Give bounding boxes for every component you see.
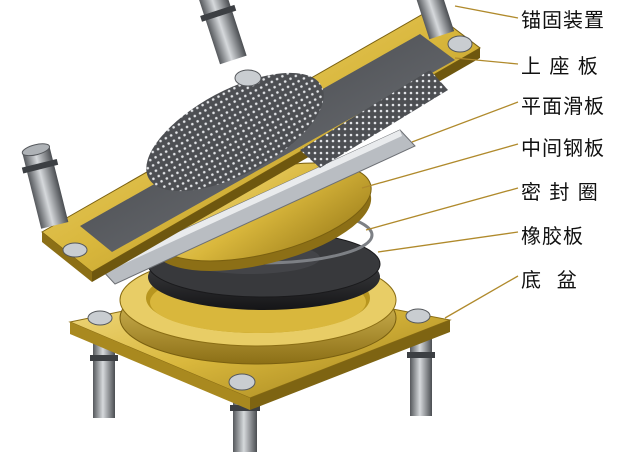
anchor-device [21, 0, 455, 229]
bolt-icon [87, 308, 431, 391]
leader-lines [361, 5, 519, 319]
label-anchor-device: 锚固装置 [521, 8, 605, 32]
label-middle-steel-plate: 中间钢板 [521, 136, 605, 160]
leader-seal-ring [365, 187, 519, 231]
bolt-icon [62, 35, 473, 258]
leader-bottom-pot [444, 275, 519, 319]
leader-slide-plate [411, 101, 519, 143]
label-rubber-plate: 橡胶板 [521, 224, 584, 248]
label-seal-ring: 密 封 圈 [521, 180, 599, 204]
top-plate [41, 9, 481, 282]
leader-middle-plate [361, 143, 519, 189]
plane-slide-plate [99, 129, 416, 285]
leader-anchor [454, 5, 519, 19]
label-top-plate: 上 座 板 [521, 54, 599, 78]
label-bottom-pot: 底 盆 [521, 268, 578, 292]
leader-top-plate [454, 57, 519, 65]
label-plane-slide-plate: 平面滑板 [521, 94, 605, 118]
leader-rubber-plate [377, 231, 519, 253]
